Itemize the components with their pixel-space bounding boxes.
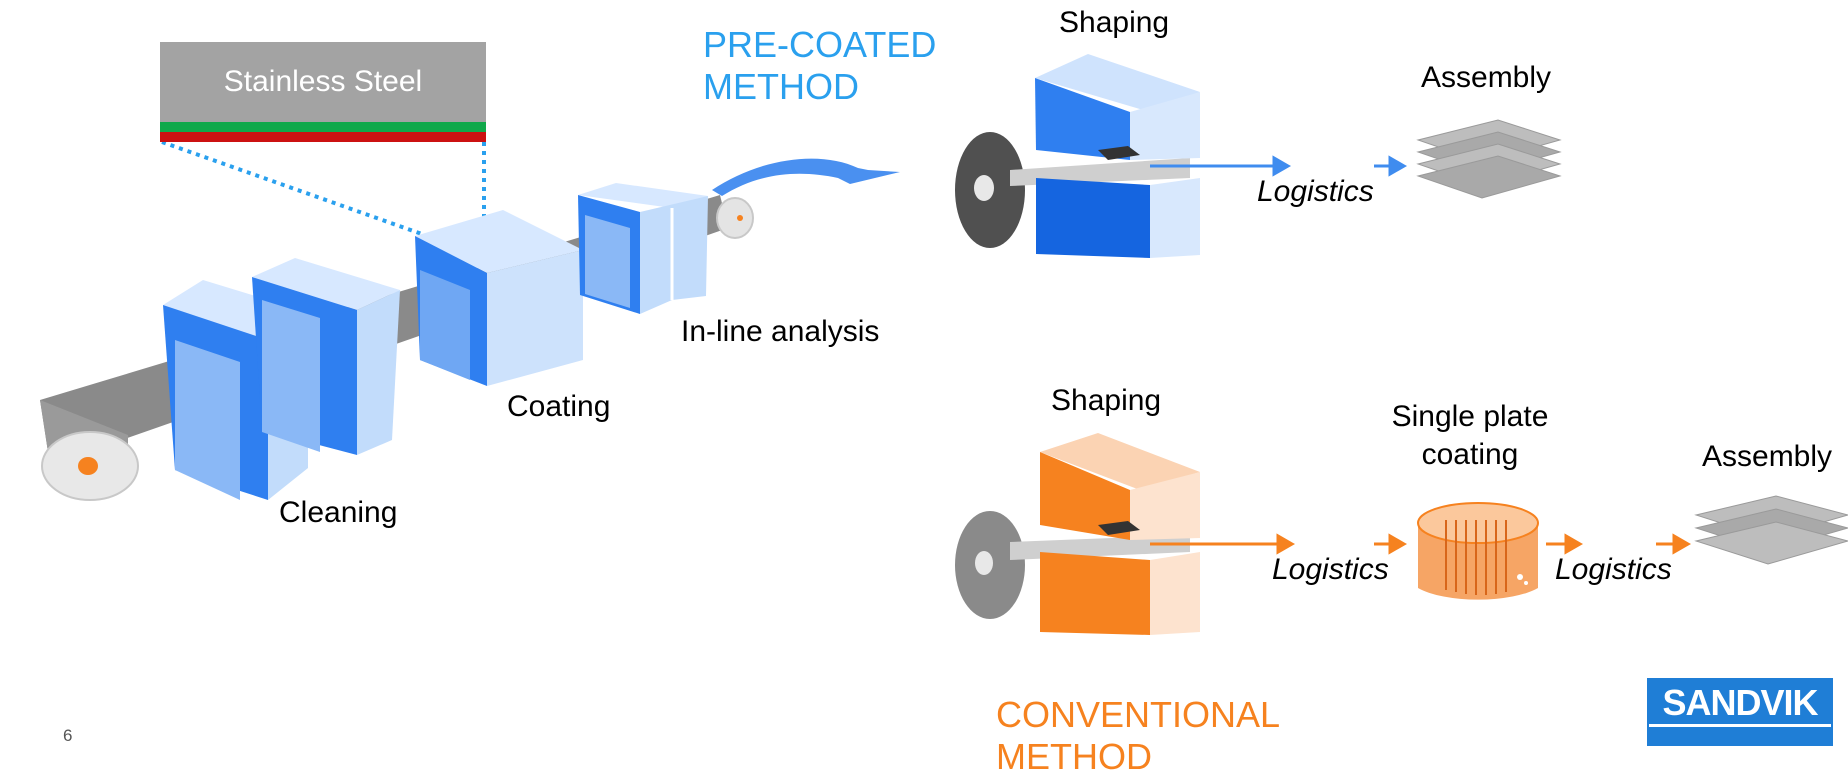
cleaning-unit: [163, 258, 400, 500]
conventional-method-title: CONVENTIONAL METHOD: [996, 694, 1280, 778]
precoated-shaping-label: Shaping: [1059, 6, 1170, 39]
precoated-method-title: PRE-COATED METHOD: [703, 24, 936, 108]
conventional-assembly-label: Assembly: [1702, 440, 1833, 473]
takeup-roll: [716, 197, 754, 239]
sandvik-logo-text: SANDVIK: [1662, 682, 1818, 723]
conventional-arrows: [1150, 533, 1692, 555]
precoated-assembly-label: Assembly: [1421, 61, 1552, 94]
single-plate-coating-label: Single plate coating: [1378, 400, 1562, 472]
single-plate-line1: Single plate: [1391, 400, 1549, 433]
stainless-steel-label: Stainless Steel: [223, 65, 423, 98]
transfer-arrow: [712, 158, 900, 196]
coating-tank: [1417, 502, 1539, 600]
coating-layer-red: [160, 132, 486, 142]
precoated-logistics-label: Logistics: [1257, 175, 1374, 208]
stainless-steel-sample: Stainless Steel: [160, 42, 486, 122]
conventional-title-line1: CONVENTIONAL: [996, 694, 1281, 735]
precoated-assembly-stack: [1416, 119, 1562, 199]
feed-roll: [41, 431, 139, 501]
precoated-title-line2: METHOD: [703, 66, 859, 107]
precoated-press-coil: [955, 132, 1190, 248]
conventional-shaping-label: Shaping: [1051, 384, 1162, 417]
single-plate-line2: coating: [1421, 438, 1519, 471]
inline-analysis-label: In-line analysis: [681, 315, 880, 348]
conventional-title-line2: METHOD: [996, 736, 1152, 777]
coating-unit: [415, 210, 583, 386]
conventional-press: [1040, 433, 1200, 635]
page-number: 6: [63, 726, 73, 745]
conventional-logistics-2-label: Logistics: [1555, 553, 1672, 586]
conventional-logistics-1-label: Logistics: [1272, 553, 1389, 586]
precoated-title-line1: PRE-COATED: [703, 24, 937, 65]
precoated-press: [1035, 54, 1200, 258]
conventional-assembly-stack: [1694, 495, 1848, 565]
inline-analysis-unit: [578, 183, 708, 314]
zoom-lines: [161, 140, 486, 258]
coating-label: Coating: [507, 390, 611, 423]
coating-layer-green: [160, 122, 486, 132]
logo-stripe: [1649, 724, 1831, 727]
precoated-arrows: [1150, 155, 1408, 177]
cleaning-label: Cleaning: [279, 496, 398, 529]
sandvik-logo: SANDVIK: [1647, 678, 1833, 746]
